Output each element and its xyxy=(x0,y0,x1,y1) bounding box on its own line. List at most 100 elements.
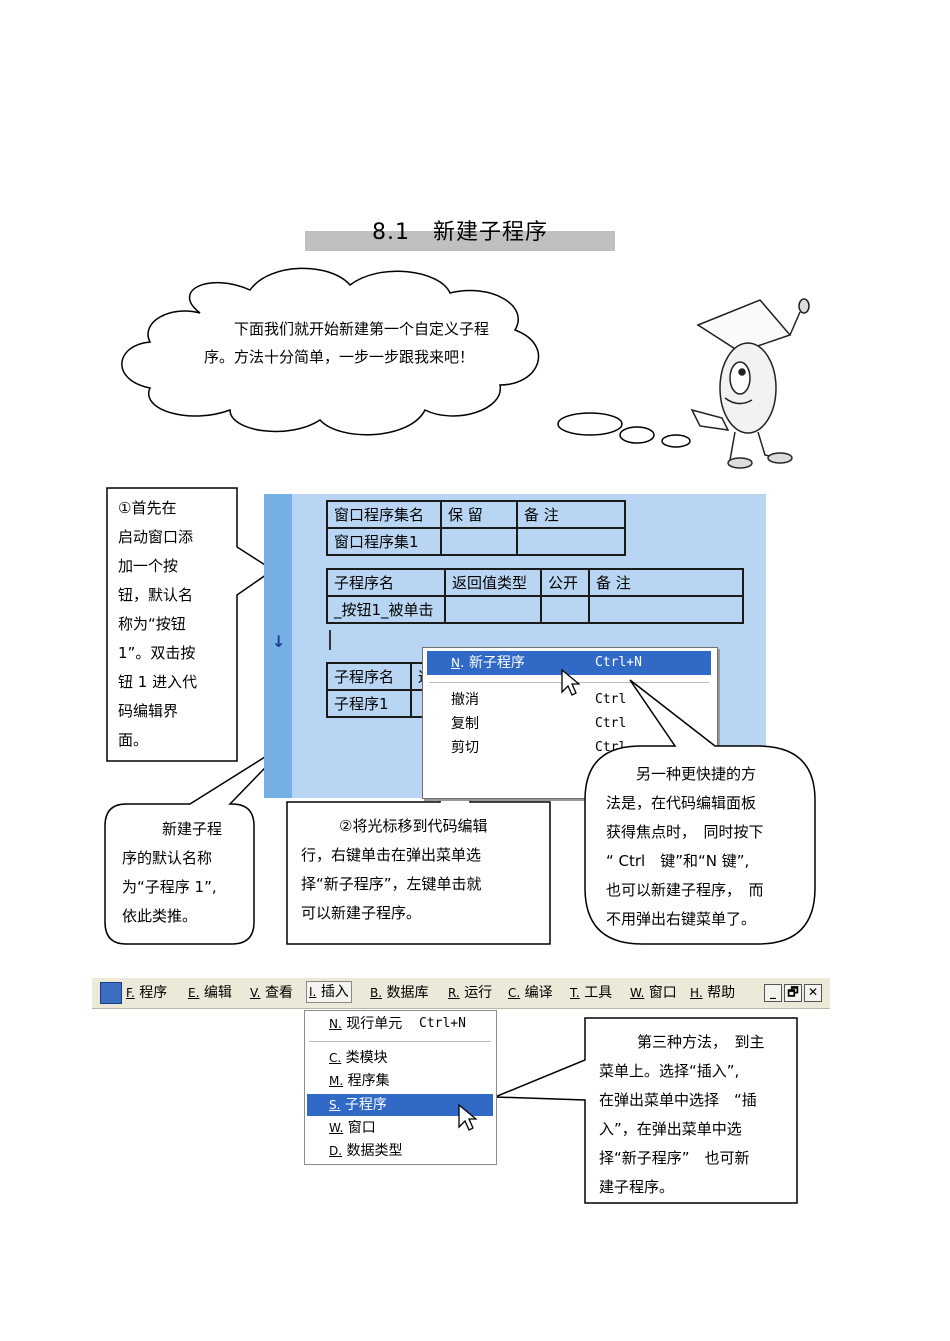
note-line: 码编辑界 xyxy=(118,702,179,720)
menu-run[interactable]: R. 运行 xyxy=(448,983,492,1003)
menu-window[interactable]: W. 窗口 xyxy=(630,983,677,1003)
callout-default-name xyxy=(104,739,293,945)
menu-item-new-subroutine[interactable]: N. 新子程序 Ctrl+N xyxy=(427,651,711,675)
menu-label: 帮助 xyxy=(707,985,736,1001)
menu-program[interactable]: F. 程序 xyxy=(126,983,167,1003)
section-heading: 8.1 新建子程序 xyxy=(372,220,548,245)
table-header: 子程序名 xyxy=(326,662,412,691)
close-button[interactable]: ✕ xyxy=(804,984,822,1002)
menu-item-data-type[interactable]: D. 数据类型 xyxy=(307,1140,493,1162)
table-cell[interactable]: 窗口程序集1 xyxy=(326,527,442,556)
menu-label: 窗口 xyxy=(648,985,677,1001)
restore-button[interactable]: 🗗 xyxy=(784,984,802,1002)
insert-dropdown-menu: N. 现行单元 Ctrl+N C. 类模块 M. 程序集 S. 子程序 W. 窗… xyxy=(304,1010,497,1165)
table-header: 备 注 xyxy=(588,568,744,597)
note-line: 建子程序。 xyxy=(599,1178,675,1196)
note-line: “ Ctrl 键”和“N 键”, xyxy=(606,852,750,870)
note-line: 依此类推。 xyxy=(122,907,198,925)
table-cell[interactable] xyxy=(440,527,518,556)
step-2-note: ②将光标移到代码编辑 行，右键单击在弹出菜单选 择“新子程序”，左键单击就 可以… xyxy=(301,812,546,928)
menu-item-window[interactable]: W. 窗口 xyxy=(307,1117,493,1139)
menu-label: 查看 xyxy=(264,985,293,1001)
menu-item-label: 子程序 xyxy=(344,1097,387,1113)
note-line: 法是，在代码编辑面板 xyxy=(606,794,757,812)
callout-1-box xyxy=(106,487,275,762)
note-line: 面。 xyxy=(118,731,149,749)
callout-shortcut xyxy=(584,679,816,945)
menu-tools[interactable]: T. 工具 xyxy=(570,983,612,1003)
menu-item-label: 复制 xyxy=(451,716,479,732)
menu-accelerator: R. xyxy=(448,986,460,1000)
menu-label: 数据库 xyxy=(386,985,429,1001)
menu-accelerator: C. xyxy=(508,986,521,1000)
note-line: 在弹出菜单中选择 “插 xyxy=(599,1091,757,1109)
menu-separator xyxy=(309,1041,491,1042)
menu-edit[interactable]: E. 编辑 xyxy=(188,983,232,1003)
menu-help[interactable]: H. 帮助 xyxy=(690,983,735,1003)
table-cell[interactable] xyxy=(588,595,744,624)
menu-accelerator: W. xyxy=(329,1121,344,1135)
note-line: 加一个按 xyxy=(118,557,179,575)
menu-database[interactable]: B. 数据库 xyxy=(370,983,429,1003)
menu-label: 运行 xyxy=(464,985,493,1001)
table-header: 保 留 xyxy=(440,500,518,529)
menu-item-label: 程序集 xyxy=(347,1073,390,1089)
step-1-note: ①首先在 启动窗口添 加一个按 钮，默认名 称为“按钮 1”。双击按 钮 1 进… xyxy=(118,494,228,755)
menu-accelerator: N. xyxy=(329,1017,342,1031)
table-header: 窗口程序集名 xyxy=(326,500,442,529)
note-line: 序的默认名称 xyxy=(122,849,213,867)
menu-item-accelerator: N xyxy=(451,656,460,670)
menu-item-label: 数据类型 xyxy=(346,1143,403,1159)
menu-item-shortcut: Ctrl xyxy=(595,692,627,707)
menu-insert[interactable]: I. 插入 xyxy=(306,981,352,1003)
menu-accelerator: E. xyxy=(188,986,200,1000)
menu-accelerator: C. xyxy=(329,1051,342,1065)
menu-accelerator: S. xyxy=(329,1098,341,1112)
menu-item-copy[interactable]: 复制 Ctrl xyxy=(427,712,711,736)
shortcut-note: 另一种更快捷的方 法是，在代码编辑面板 获得焦点时， 同时按下 “ Ctrl 键… xyxy=(606,760,806,934)
minimize-button[interactable]: _ xyxy=(764,984,782,1002)
table-cell[interactable] xyxy=(516,527,626,556)
note-line: 择“新子程序”，左键单击就 xyxy=(301,875,482,893)
note-line: 新建子程 xyxy=(162,820,223,838)
table-header: 返回值类型 xyxy=(444,568,542,597)
table-cell[interactable]: _按钮1_被单击 xyxy=(326,595,446,624)
menu-item-shortcut: Ctrl+N xyxy=(419,1016,466,1031)
gutter-arrow-icon: ↓ xyxy=(272,632,286,651)
subroutine-table: 子程序名 返回值类型 公开 备 注 _按钮1_被单击 xyxy=(326,568,744,624)
menu-item-shortcut: Ctrl+N xyxy=(595,655,642,670)
menu-accelerator: T. xyxy=(570,986,580,1000)
menu-item-label: 现行单元 xyxy=(346,1016,403,1032)
mascot-illustration xyxy=(690,298,810,469)
menu-view[interactable]: V. 查看 xyxy=(250,983,293,1003)
heading-underline-bar xyxy=(305,231,615,251)
table-cell[interactable] xyxy=(444,595,542,624)
table-header: 备 注 xyxy=(516,500,626,529)
menu-item-current-unit[interactable]: N. 现行单元 Ctrl+N xyxy=(307,1013,493,1035)
main-menu-bar: F. 程序 E. 编辑 V. 查看 I. 插入 B. 数据库 R. 运行 C. … xyxy=(92,978,830,1009)
table-cell[interactable] xyxy=(540,595,590,624)
thought-cloud xyxy=(121,267,691,448)
menu-item-subroutine[interactable]: S. 子程序 xyxy=(307,1094,493,1116)
menu-item-class-module[interactable]: C. 类模块 xyxy=(307,1047,493,1069)
text-cursor xyxy=(329,630,331,650)
table-header: 子程序名 xyxy=(326,568,446,597)
note-line: 择“新子程序” 也可新 xyxy=(599,1149,750,1167)
menu-item-undo[interactable]: 撤消 Ctrl xyxy=(427,688,711,712)
note-line: 钮 1 进入代 xyxy=(118,673,198,691)
mouse-pointer-icon xyxy=(561,668,580,696)
menu-item-label: 窗口 xyxy=(347,1120,376,1136)
default-name-note: 新建子程 序的默认名称 为“子程序 1”, 依此类推。 xyxy=(122,815,254,931)
table-cell[interactable]: 子程序1 xyxy=(326,689,412,718)
menu-item-assembly[interactable]: M. 程序集 xyxy=(307,1070,493,1092)
table-header: 公开 xyxy=(540,568,590,597)
menu-label: 编译 xyxy=(524,985,553,1001)
menu-label: 编辑 xyxy=(203,985,232,1001)
note-line: 启动窗口添 xyxy=(118,528,194,546)
menu-accelerator: H. xyxy=(690,986,703,1000)
note-line: 另一种更快捷的方 xyxy=(636,765,757,783)
menu-compile[interactable]: C. 编译 xyxy=(508,983,553,1003)
callout-3-box xyxy=(494,1017,798,1204)
note-line: 1”。双击按 xyxy=(118,644,196,662)
